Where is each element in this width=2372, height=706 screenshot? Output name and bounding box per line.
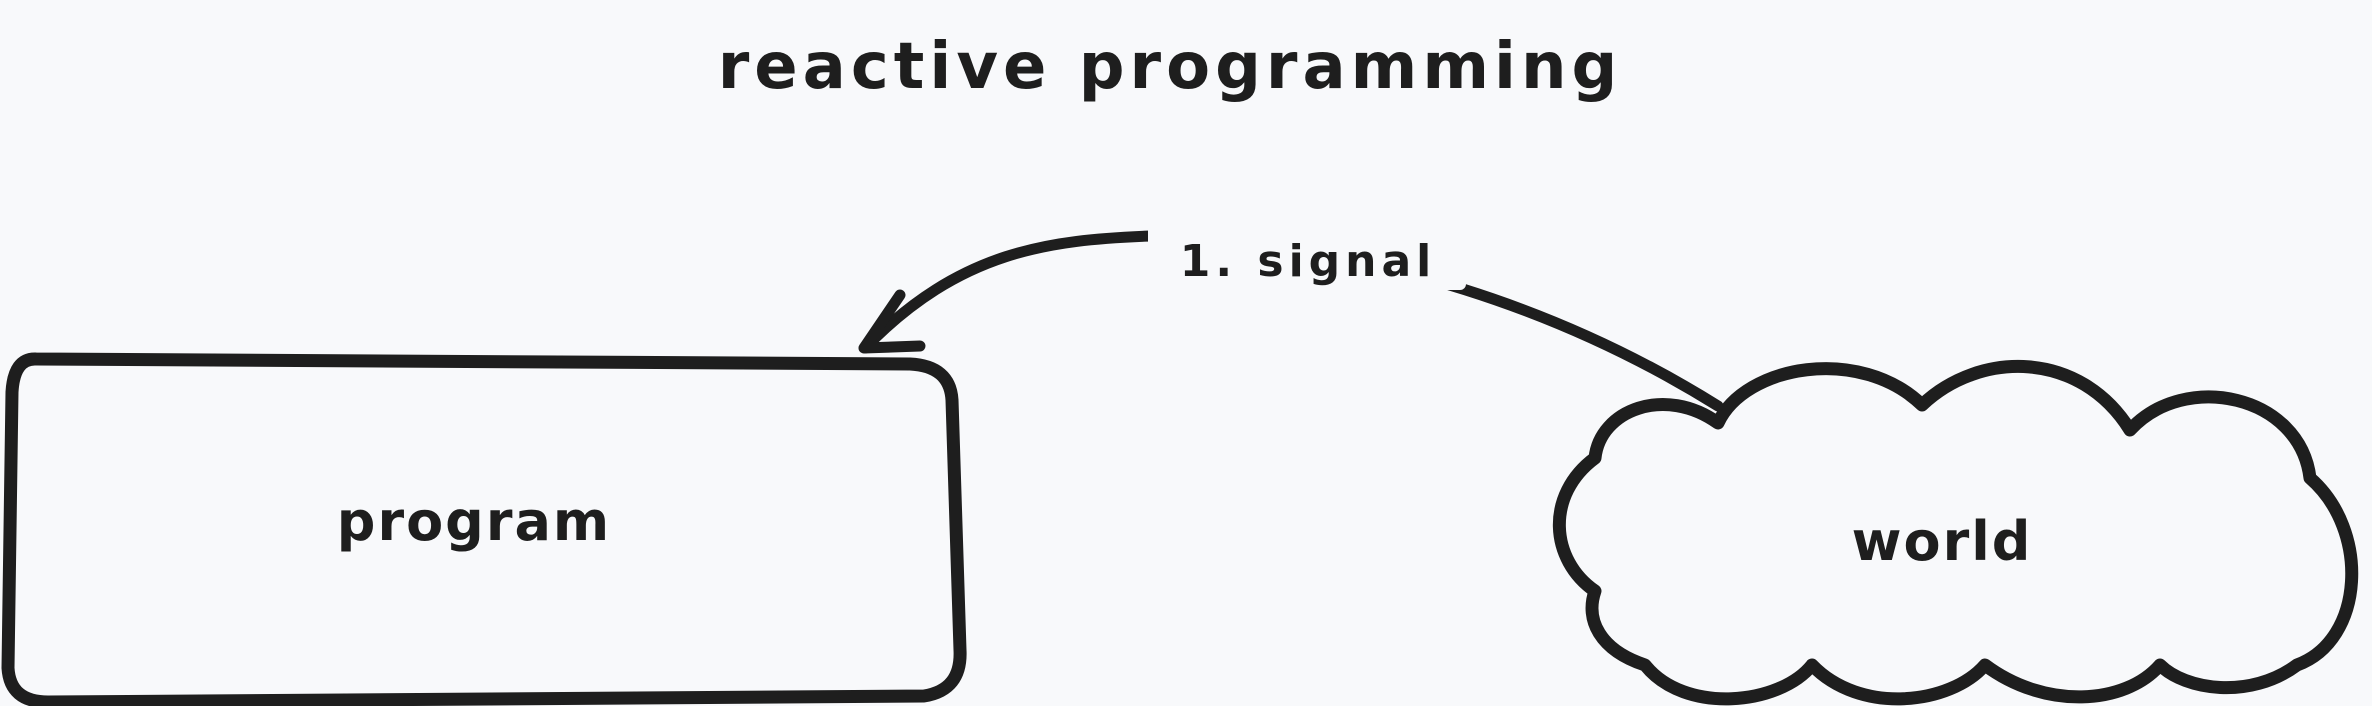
program-box (1, 352, 967, 706)
signal-edge[interactable]: 1. signal (858, 215, 1724, 412)
signal-label-mask (1148, 215, 1466, 290)
program-label: program (337, 490, 611, 553)
diagram-title: reactive programming (718, 30, 1623, 104)
signal-arrowhead (858, 289, 926, 354)
world-cloud (1552, 359, 2359, 706)
program-node[interactable]: program (1, 352, 967, 706)
world-label: world (1852, 510, 2033, 573)
world-node[interactable]: world (1552, 359, 2359, 706)
signal-label: 1. signal (1180, 236, 1437, 287)
